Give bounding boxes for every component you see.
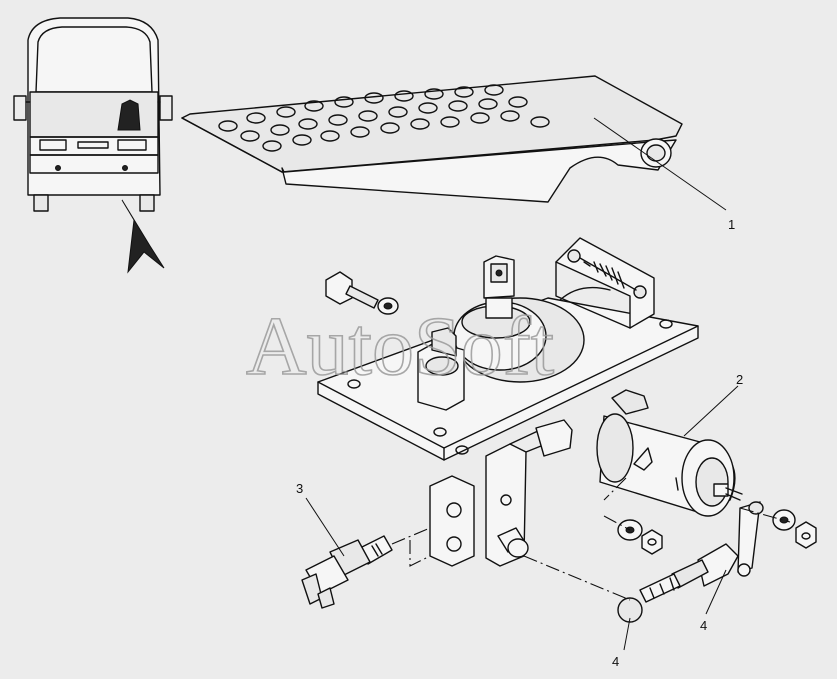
callout-3: 3 bbox=[296, 481, 303, 496]
pressure-switch bbox=[301, 535, 393, 609]
watermark: AutoSoft bbox=[246, 300, 554, 393]
view-direction-arrow bbox=[121, 199, 165, 274]
mounting-bolt bbox=[325, 271, 399, 315]
switch-bracket bbox=[429, 475, 475, 567]
callout-4-right: 4 bbox=[700, 618, 707, 633]
spring-bracket bbox=[555, 237, 655, 329]
plate-nut bbox=[417, 327, 465, 411]
callout-4-lower: 4 bbox=[612, 654, 619, 669]
pedal-dome bbox=[453, 255, 585, 383]
callout-2: 2 bbox=[736, 372, 743, 387]
callout-leaders bbox=[305, 117, 739, 651]
washers-nuts bbox=[617, 509, 817, 555]
callout-1: 1 bbox=[728, 217, 735, 232]
pedal-holes bbox=[218, 84, 550, 152]
bus-rear-view-inset bbox=[13, 17, 173, 212]
hinge-bracket bbox=[485, 419, 573, 567]
linkage-rod bbox=[617, 501, 764, 623]
actuator-cylinder bbox=[596, 389, 743, 517]
assembly-lines bbox=[391, 477, 791, 601]
pedal-plate bbox=[181, 75, 683, 203]
